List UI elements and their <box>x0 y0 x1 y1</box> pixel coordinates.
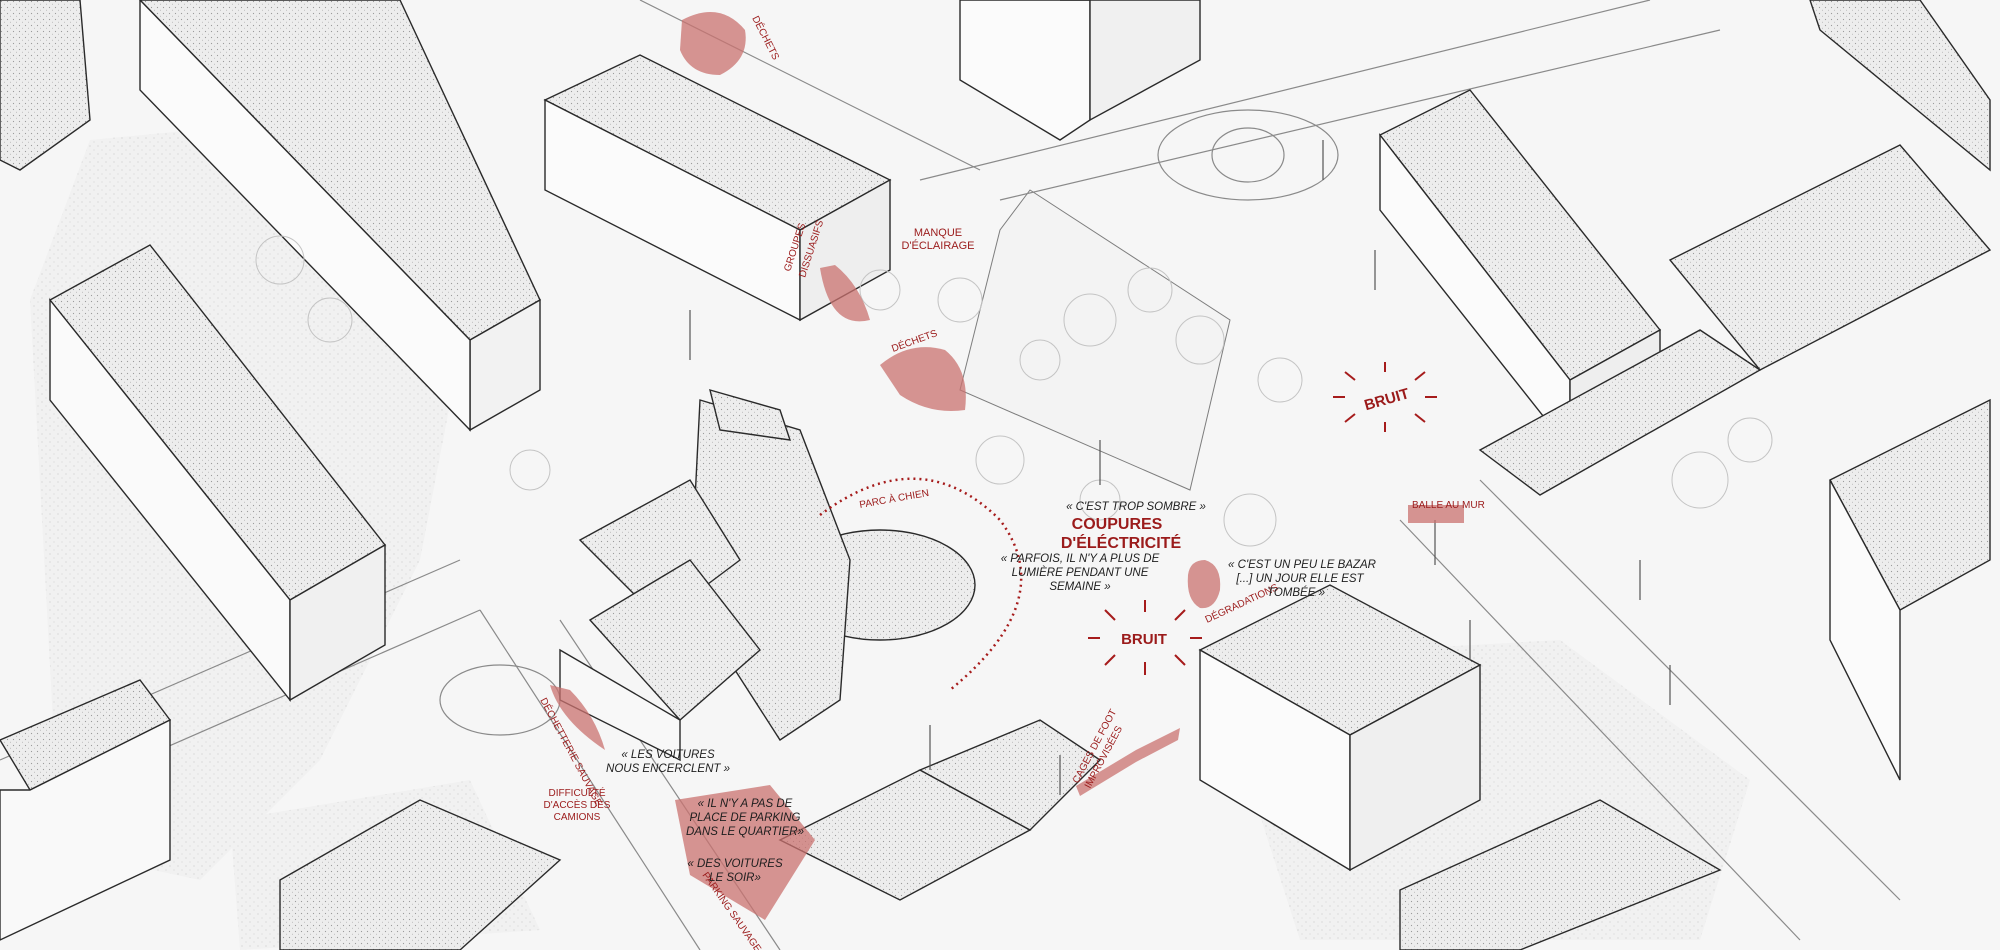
label-coupures-2: D'ÉLÉCTRICITÉ <box>1061 533 1182 552</box>
quote-voitures-encerclent-2: NOUS ENCERCLENT » <box>606 763 730 775</box>
zone-groupes <box>820 265 870 322</box>
zone-cages <box>1076 728 1180 796</box>
quote-bazar-2: [...] UN JOUR ELLE EST <box>1235 573 1364 585</box>
quote-bazar-1: « C'EST UN PEU LE BAZAR <box>1228 559 1376 571</box>
zone-balle-au-mur <box>1408 505 1464 523</box>
label-manque-2: D'ÉCLAIRAGE <box>901 239 974 252</box>
label-difficulte-1: DIFFICULTÉ <box>548 786 605 799</box>
parc-a-chien-boundary <box>819 477 1023 691</box>
bruit-burst-right <box>1333 362 1437 432</box>
label-balle-au-mur: BALLE AU MUR <box>1412 500 1485 511</box>
label-difficulte-3: CAMIONS <box>554 812 601 823</box>
label-dechets-top: DÉCHETS <box>749 13 782 62</box>
zone-dechets-mid <box>880 347 966 411</box>
quote-pas-parking-1: « IL N'Y A PAS DE <box>698 798 793 810</box>
quote-bazar-3: TOMBÉE » <box>1267 586 1325 599</box>
quote-des-voitures-1: « DES VOITURES <box>687 858 783 870</box>
label-parc-a-chien: PARC À CHIEN <box>858 486 930 511</box>
label-bruit-right: BRUIT <box>1362 385 1411 414</box>
quote-trop-sombre: « C'EST TROP SOMBRE » <box>1066 501 1206 513</box>
problem-zones <box>550 12 1464 920</box>
lamp-posts <box>689 140 1671 795</box>
zone-decheterie <box>550 685 605 750</box>
quote-pas-parking-3: DANS LE QUARTIER» <box>686 826 804 838</box>
quote-parfois-3: SEMAINE » <box>1049 581 1110 593</box>
zone-dechets-top <box>680 12 746 75</box>
quote-pas-parking-2: PLACE DE PARKING <box>690 812 801 824</box>
zone-degradations <box>1187 560 1221 609</box>
quote-des-voitures-2: LE SOIR» <box>709 872 761 884</box>
label-manque-1: MANQUE <box>914 227 962 239</box>
quote-voitures-encerclent-1: « LES VOITURES <box>621 749 715 761</box>
quote-parfois-2: LUMIÈRE PENDANT UNE <box>1012 566 1149 579</box>
quote-parfois-1: « PARFOIS, IL N'Y A PLUS DE <box>1001 553 1160 565</box>
zone-parking <box>675 785 815 920</box>
trees <box>255 235 1773 547</box>
label-difficulte-2: D'ACCÈS DES <box>544 798 611 811</box>
bruit-burst-center <box>1088 600 1202 675</box>
label-coupures-1: COUPURES <box>1072 516 1163 533</box>
label-bruit-center: BRUIT <box>1121 631 1167 648</box>
